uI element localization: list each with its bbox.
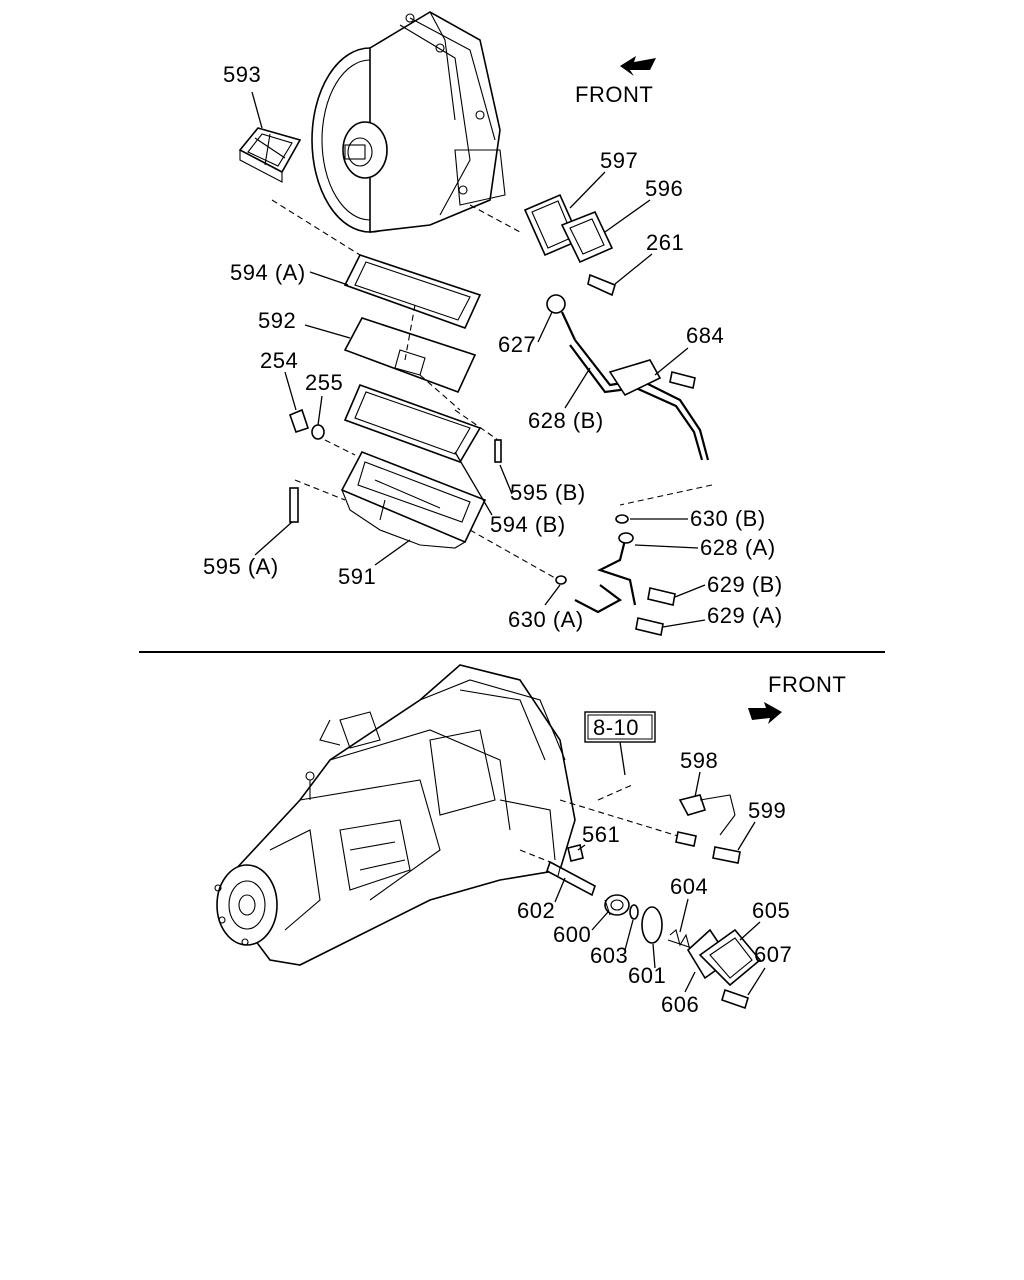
ring-255 bbox=[311, 424, 325, 440]
label-628a: 628 (A) bbox=[700, 535, 776, 560]
label-596: 596 bbox=[645, 176, 683, 201]
bolt-684 bbox=[669, 371, 696, 389]
bolt-595a bbox=[289, 487, 299, 523]
tube-628b bbox=[569, 339, 710, 461]
gasket-594a bbox=[343, 254, 482, 330]
transmission-housing-top bbox=[311, 11, 506, 233]
cover-596 bbox=[560, 210, 614, 264]
label-595a: 595 (A) bbox=[203, 554, 279, 579]
bolt-261 bbox=[587, 273, 616, 297]
label-561: 561 bbox=[582, 822, 620, 847]
label-629b: 629 (B) bbox=[707, 572, 783, 597]
label-594b: 594 (B) bbox=[490, 512, 566, 537]
bolt-629a bbox=[635, 617, 664, 636]
oring-601 bbox=[641, 906, 663, 944]
gear-600 bbox=[604, 894, 630, 916]
label-630a: 630 (A) bbox=[508, 607, 584, 632]
cover-605 bbox=[698, 928, 762, 987]
label-627: 627 bbox=[498, 332, 536, 357]
label-254: 254 bbox=[260, 348, 298, 373]
label-599: 599 bbox=[748, 798, 786, 823]
gasket-594b bbox=[343, 383, 482, 463]
ring-630b bbox=[615, 514, 629, 524]
label-604: 604 bbox=[670, 874, 708, 899]
oil-pan-591 bbox=[340, 450, 487, 549]
label-602: 602 bbox=[517, 898, 555, 923]
label-628b: 628 (B) bbox=[528, 408, 604, 433]
label-601: 601 bbox=[628, 963, 666, 988]
label-255: 255 bbox=[305, 370, 343, 395]
label-597: 597 bbox=[600, 148, 638, 173]
ring-630a bbox=[555, 575, 567, 585]
label-600: 600 bbox=[553, 922, 591, 947]
tube-628a bbox=[574, 532, 637, 614]
label-593: 593 bbox=[223, 62, 261, 87]
label-606: 606 bbox=[661, 992, 699, 1017]
label-592: 592 bbox=[258, 308, 296, 333]
label-605: 605 bbox=[752, 898, 790, 923]
switch-598 bbox=[678, 794, 736, 836]
bolt-629b bbox=[647, 587, 676, 606]
label-591: 591 bbox=[338, 564, 376, 589]
transmission-housing-bottom bbox=[214, 664, 576, 966]
label-603: 603 bbox=[590, 943, 628, 968]
front-arrow-bottom-icon bbox=[748, 702, 782, 724]
front-arrow-top-icon bbox=[620, 56, 656, 76]
label-261: 261 bbox=[646, 230, 684, 255]
reference-box-text: 8-10 bbox=[593, 715, 639, 740]
strainer-593 bbox=[238, 127, 302, 183]
clip-603 bbox=[629, 904, 639, 920]
plate-592 bbox=[343, 317, 477, 394]
shaft-602 bbox=[546, 860, 596, 897]
label-607: 607 bbox=[754, 942, 792, 967]
label-684: 684 bbox=[686, 323, 724, 348]
bolt-607 bbox=[721, 988, 749, 1010]
reference-box bbox=[584, 711, 656, 743]
dipstick-627 bbox=[546, 294, 576, 341]
label-598: 598 bbox=[680, 748, 718, 773]
label-595b: 595 (B) bbox=[510, 480, 586, 505]
bolt-595b bbox=[494, 439, 502, 463]
label-630b: 630 (B) bbox=[690, 506, 766, 531]
spring-604 bbox=[667, 929, 693, 951]
bolt-599 bbox=[675, 831, 741, 864]
label-594a: 594 (A) bbox=[230, 260, 306, 285]
front-label-top: FRONT bbox=[575, 82, 653, 107]
front-label-bottom: FRONT bbox=[768, 672, 846, 697]
label-629a: 629 (A) bbox=[707, 603, 783, 628]
plug-254 bbox=[288, 408, 310, 434]
